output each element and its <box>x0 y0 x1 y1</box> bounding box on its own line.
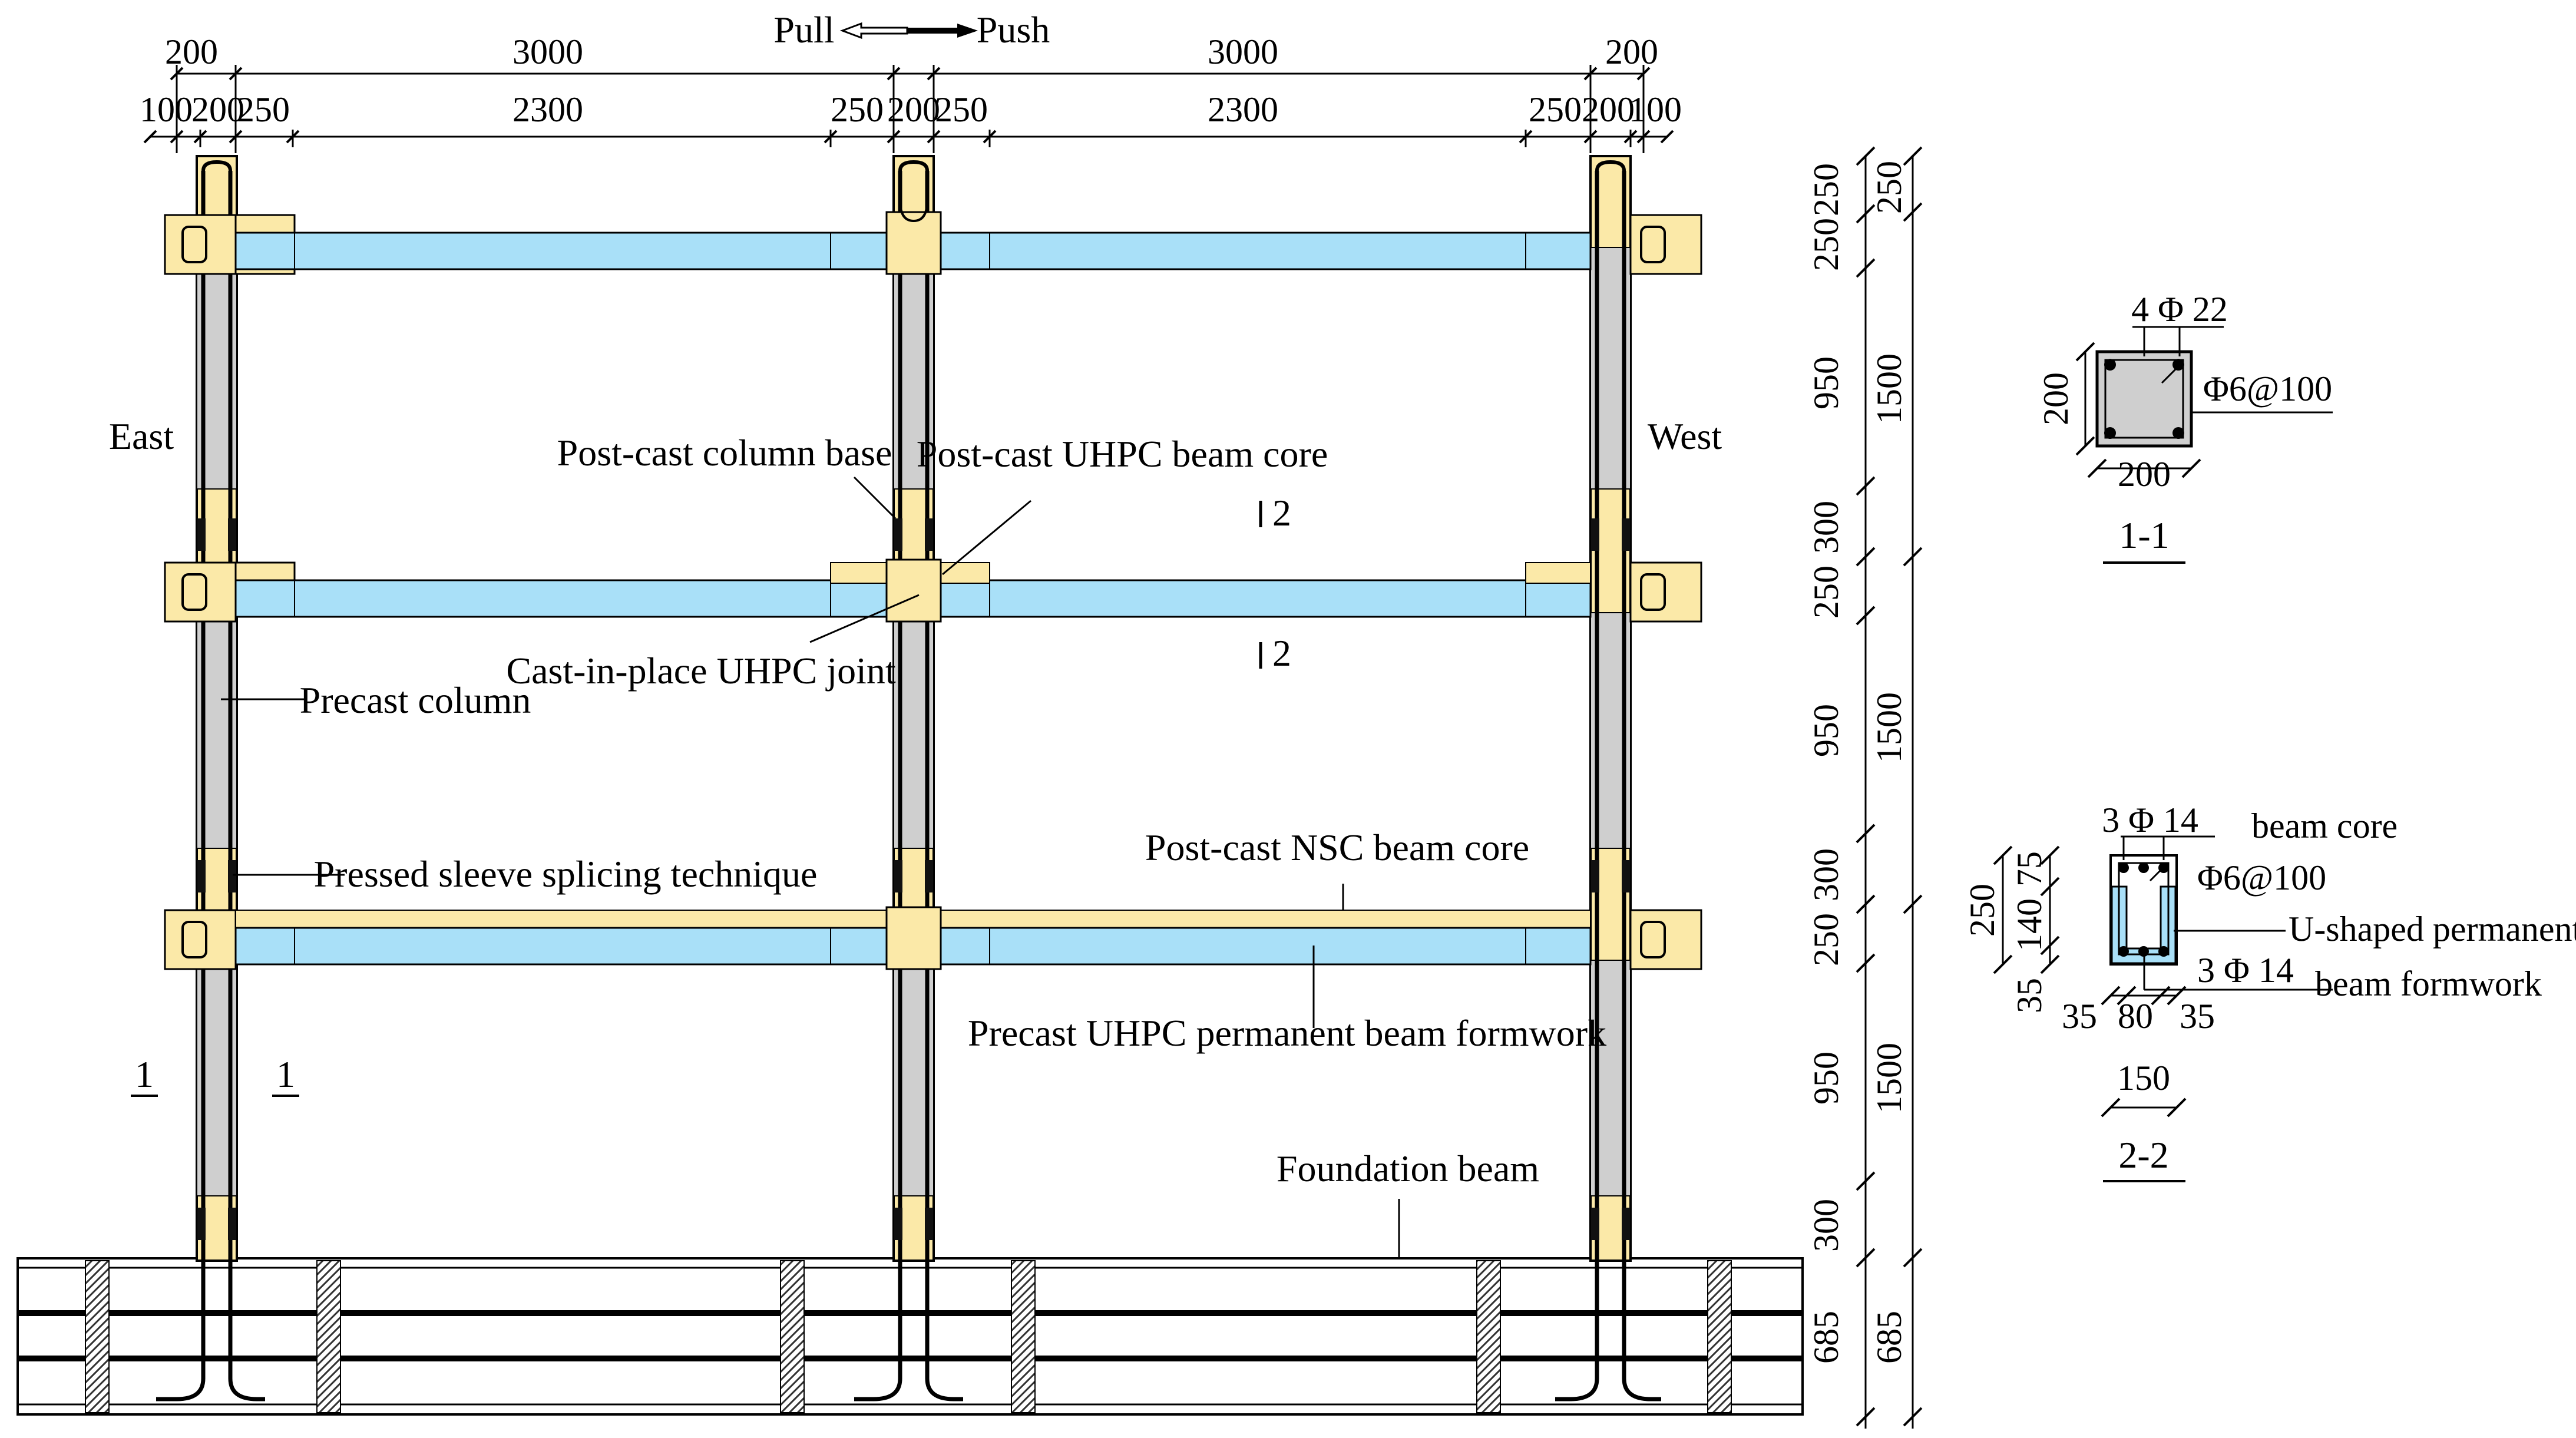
dim-right-inner-2: 250 <box>1807 218 1846 271</box>
foundation-beam <box>16 1257 1804 1416</box>
s22-total-height: 250 <box>1963 884 2002 937</box>
east-label: East <box>109 415 174 457</box>
dim-top-inner-4: 2300 <box>512 90 583 129</box>
dim-top-inner-2: 200 <box>191 90 244 129</box>
dim-right-inner-11: 685 <box>1807 1311 1846 1364</box>
dim-top-inner-11: 100 <box>1629 90 1682 129</box>
top-dimension-lines <box>143 65 1674 153</box>
s11-height: 200 <box>2036 372 2075 425</box>
foundation-stirrup-zone <box>85 1260 110 1413</box>
foundation-stirrup-zone <box>1707 1260 1732 1413</box>
dim-top-inner-6: 200 <box>887 90 940 129</box>
uhpc-joints <box>885 200 942 970</box>
right-dimensions: 250 250 950 300 250 950 300 250 950 300 … <box>1807 161 1909 1364</box>
section-1-1: 4 Φ 22 Φ6@100 200 200 1-1 <box>2036 290 2333 564</box>
s22-w-right: 35 <box>2180 997 2215 1036</box>
label-foundation-beam: Foundation beam <box>1277 1148 1539 1189</box>
s22-stirrup: Φ6@100 <box>2197 858 2326 897</box>
dim-right-outer-5: 685 <box>1870 1311 1909 1364</box>
west-label: West <box>1648 415 1722 457</box>
dim-right-inner-10: 300 <box>1807 1199 1846 1252</box>
s22-w-left: 35 <box>2062 997 2097 1036</box>
dim-right-inner-3: 950 <box>1807 356 1846 409</box>
dim-top-inner-3: 250 <box>237 90 290 129</box>
column-middle <box>854 155 963 1401</box>
dim-right-inner-1: 250 <box>1807 163 1846 216</box>
load-direction: Pull Push <box>773 9 1050 51</box>
label-post-cast-nsc-beam-core: Post-cast NSC beam core <box>1145 827 1529 868</box>
s22-title: 2-2 <box>2118 1134 2168 1176</box>
right-dimension-lines <box>1856 146 1923 1429</box>
section-mark-2-bottom: 2 <box>1272 632 1291 674</box>
label-pressed-sleeve: Pressed sleeve splicing technique <box>314 853 818 895</box>
pull-label: Pull <box>773 9 834 51</box>
column-west <box>1555 155 1661 1401</box>
dim-right-inner-9: 950 <box>1807 1052 1846 1105</box>
top-dimensions: 200 3000 3000 200 100 200 250 2300 250 2… <box>140 32 1682 129</box>
s22-h-bot: 35 <box>2010 978 2049 1013</box>
dim-right-inner-8: 250 <box>1807 913 1846 966</box>
s11-stirrup: Φ6@100 <box>2203 369 2332 408</box>
dim-top-outer-3: 3000 <box>1208 32 1278 71</box>
dim-top-inner-9: 250 <box>1529 90 1582 129</box>
label-precast-uhpc-formwork: Precast UHPC permanent beam formwork <box>968 1012 1606 1054</box>
s11-width: 200 <box>2118 455 2171 494</box>
foundation-stirrup-zone <box>1011 1260 1036 1413</box>
label-post-cast-column-base: Post-cast column base <box>557 432 892 474</box>
s22-h-mid: 140 <box>2010 898 2049 951</box>
pressed-sleeves <box>197 518 1630 1240</box>
beam-floor-1 <box>164 909 1702 970</box>
dim-right-outer-2: 1500 <box>1870 353 1909 424</box>
dim-right-outer-4: 1500 <box>1870 1043 1909 1113</box>
dim-top-inner-1: 100 <box>140 90 193 129</box>
dim-top-inner-10: 200 <box>1582 90 1635 129</box>
pull-arrow-icon <box>839 22 908 39</box>
s22-bottom-bars: 3 Φ 14 <box>2197 951 2294 990</box>
dim-top-outer-2: 3000 <box>512 32 583 71</box>
push-label: Push <box>977 9 1050 51</box>
foundation-stirrup-zone <box>1476 1260 1501 1413</box>
dim-right-inner-6: 950 <box>1807 704 1846 757</box>
s22-w-mid: 80 <box>2118 997 2153 1036</box>
dim-right-inner-7: 300 <box>1807 848 1846 901</box>
dim-top-inner-8: 2300 <box>1208 90 1278 129</box>
dim-right-outer-1: 250 <box>1870 161 1909 214</box>
dim-top-outer-1: 200 <box>165 32 218 71</box>
label-post-cast-uhpc-beam-core: Post-cast UHPC beam core <box>917 433 1328 475</box>
section-mark-1-right: 1 <box>276 1053 295 1095</box>
dim-top-inner-7: 250 <box>935 90 988 129</box>
dim-top-inner-5: 250 <box>831 90 884 129</box>
dim-top-outer-4: 200 <box>1605 32 1658 71</box>
column-east <box>156 155 265 1401</box>
section-mark-1-left: 1 <box>135 1053 154 1095</box>
push-arrow-icon <box>907 24 978 38</box>
labels: East West Post-cast column base Post-cas… <box>109 415 1722 1189</box>
s11-title: 1-1 <box>2119 514 2169 556</box>
s22-core: beam core <box>2251 806 2398 845</box>
beam-floor-3 <box>164 214 1702 275</box>
dim-right-inner-4: 300 <box>1807 501 1846 554</box>
foundation-stirrup-zone <box>780 1260 805 1413</box>
s22-top-bars: 3 Φ 14 <box>2102 801 2198 839</box>
s22-u-shape-1: U-shaped permanent <box>2289 910 2576 948</box>
label-precast-column: Precast column <box>300 679 531 721</box>
section-mark-2-top: 2 <box>1272 492 1291 534</box>
dim-right-inner-5: 250 <box>1807 566 1846 619</box>
leader-lines <box>221 476 1400 1258</box>
label-cast-in-place-uhpc-joint: Cast-in-place UHPC joint <box>506 650 895 692</box>
section-2-2: 3 Φ 14 beam core Φ6@100 U-shaped permane… <box>1963 801 2576 1182</box>
s22-h-top: 75 <box>2010 851 2049 887</box>
dim-right-outer-3: 1500 <box>1870 692 1909 763</box>
s22-width: 150 <box>2117 1059 2170 1097</box>
foundation-stirrup-zone <box>316 1260 341 1413</box>
s11-top-bars: 4 Φ 22 <box>2131 290 2228 329</box>
s22-u-shape-2: beam formwork <box>2315 964 2542 1003</box>
